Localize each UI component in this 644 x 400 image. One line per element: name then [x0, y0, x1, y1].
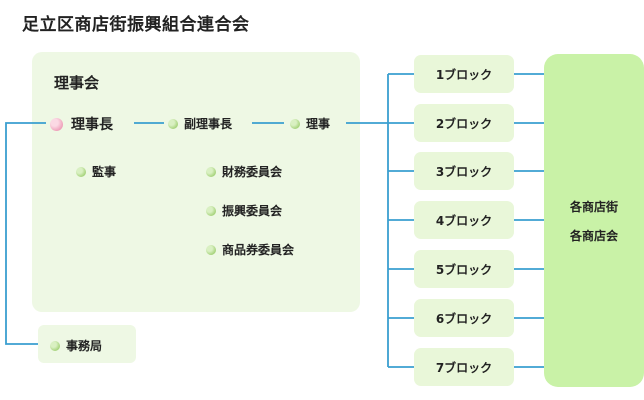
green-dot-icon — [168, 118, 178, 129]
vice-chairman-label: 副理事長 — [184, 117, 233, 131]
chairman-label: 理事長 — [71, 117, 113, 133]
block-3: 3ブロック — [414, 152, 514, 190]
green-dot-icon — [76, 166, 86, 177]
block-5: 5ブロック — [414, 250, 514, 288]
page-title: 足立区商店街振興組合連合会 — [22, 15, 250, 35]
auditor-node: 監事 — [76, 163, 116, 180]
chairman-node: 理事長 — [50, 114, 113, 134]
shops-line-1: 各商店街 — [569, 199, 618, 214]
block-7: 7ブロック — [414, 348, 514, 386]
green-dot-icon — [50, 340, 60, 351]
shops-line-2: 各商店会 — [569, 228, 618, 243]
block-2: 2ブロック — [414, 104, 514, 142]
auditor-label: 監事 — [92, 165, 117, 179]
director-node: 理事 — [290, 115, 330, 132]
board-panel — [32, 52, 360, 312]
block-1: 1ブロック — [414, 55, 514, 93]
pink-dot-icon — [50, 117, 63, 131]
office-node: 事務局 — [50, 337, 102, 354]
committee-finance-node: 財務委員会 — [206, 163, 282, 180]
green-dot-icon — [206, 244, 216, 255]
committee-promotion-label: 振興委員会 — [222, 204, 283, 218]
block-4: 4ブロック — [414, 201, 514, 239]
committee-voucher-node: 商品券委員会 — [206, 241, 294, 258]
board-title: 理事会 — [54, 74, 100, 92]
shops-panel: 各商店街 各商店会 — [544, 54, 644, 387]
director-label: 理事 — [306, 117, 331, 131]
committee-finance-label: 財務委員会 — [222, 165, 283, 179]
vice-chairman-node: 副理事長 — [168, 115, 232, 132]
green-dot-icon — [290, 118, 300, 129]
green-dot-icon — [206, 166, 216, 177]
office-label: 事務局 — [66, 339, 103, 353]
committee-voucher-label: 商品券委員会 — [222, 243, 295, 257]
committee-promotion-node: 振興委員会 — [206, 202, 282, 219]
block-6: 6ブロック — [414, 299, 514, 337]
line-chairman-office — [5, 122, 46, 345]
green-dot-icon — [206, 205, 216, 216]
